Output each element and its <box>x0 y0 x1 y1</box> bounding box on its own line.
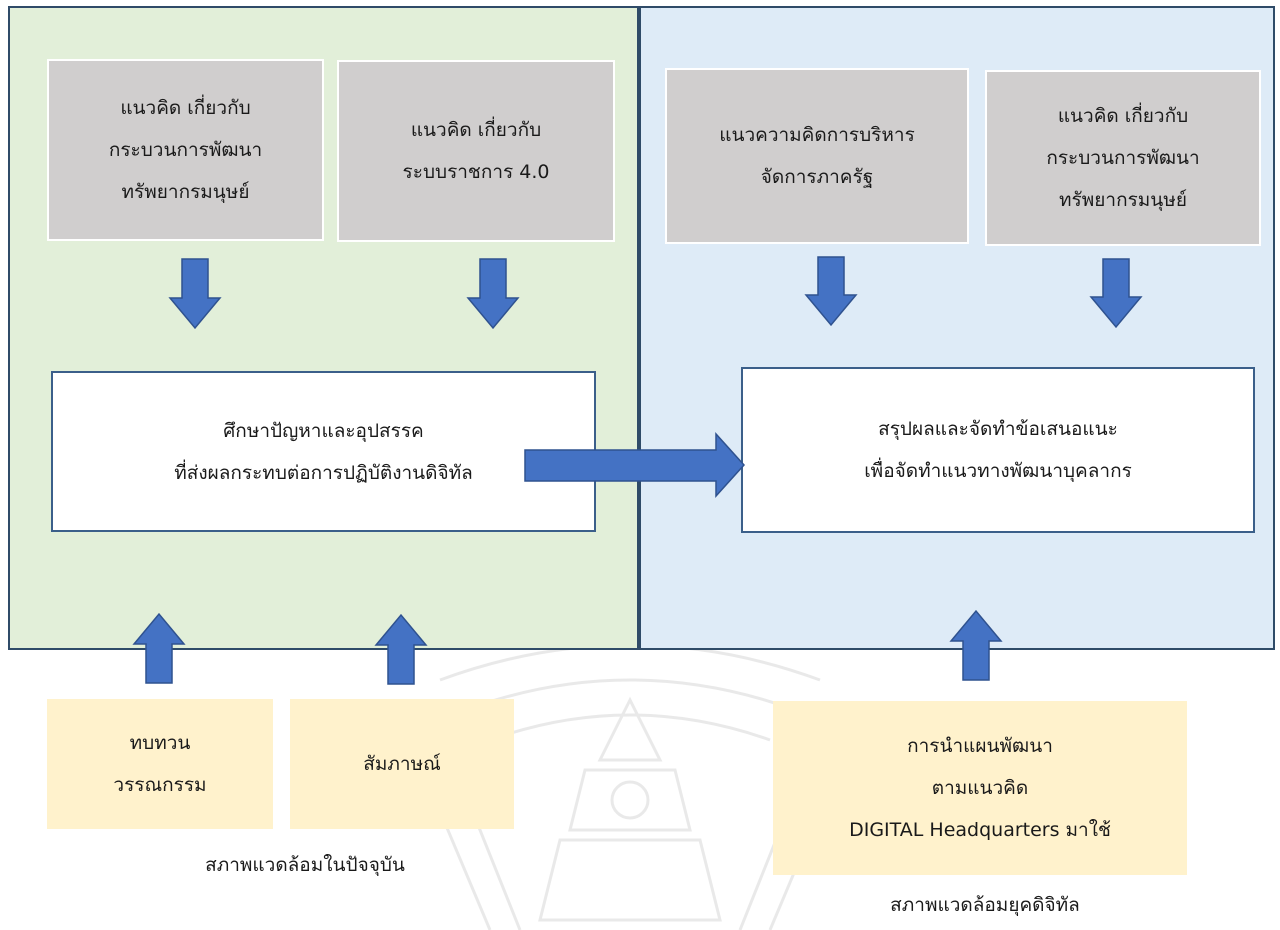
digital-plan-line3: DIGITAL Headquarters มาใช้ <box>849 819 1111 841</box>
arrow-up-1 <box>132 612 186 684</box>
literature-review-line2: วรรณกรรม <box>113 774 207 796</box>
interview-box: สัมภาษณ์ <box>290 699 514 829</box>
concept-bureaucracy-line2: ระบบราชการ 4.0 <box>402 161 550 183</box>
arrow-down-1 <box>168 258 222 330</box>
study-problems-line2: ที่ส่งผลกระทบต่อการปฏิบัติงานดิจิทัล <box>174 461 473 484</box>
concept-hrd-line2: กระบวนการพัฒนา <box>108 139 263 161</box>
study-problems-line1: ศึกษาปัญหาและอุปสรรค <box>223 419 424 442</box>
caption-digital-environment: สภาพแวดล้อมยุคดิจิทัล <box>890 894 1080 916</box>
digital-plan-line2: ตามแนวคิด <box>931 777 1029 799</box>
concept-bureaucracy-line1: แนวคิด เกี่ยวกับ <box>410 119 542 141</box>
literature-review-box: ทบทวน วรรณกรรม <box>47 699 273 829</box>
concept-hrd-line3: ทรัพยากรมนุษย์ <box>121 181 250 203</box>
arrow-down-4 <box>1089 258 1143 329</box>
concept-public-management-line1: แนวความคิดการบริหาร <box>719 124 915 146</box>
study-problems-box: ศึกษาปัญหาและอุปสรรค ที่ส่งผลกระทบต่อการ… <box>51 371 596 532</box>
summary-line2: เพื่อจัดทำแนวทางพัฒนาบุคลากร <box>864 460 1132 482</box>
concept-hrd-right-line1: แนวคิด เกี่ยวกับ <box>1057 105 1189 127</box>
arrow-down-3 <box>804 256 858 327</box>
concept-public-management-line2: จัดการภาครัฐ <box>760 166 874 188</box>
literature-review-line1: ทบทวน <box>129 732 191 754</box>
digital-plan-line1: การนำแผนพัฒนา <box>907 735 1053 757</box>
concept-hrd-box-left: แนวคิด เกี่ยวกับ กระบวนการพัฒนา ทรัพยากร… <box>47 59 324 241</box>
digital-plan-box: การนำแผนพัฒนา ตามแนวคิด DIGITAL Headquar… <box>773 701 1187 875</box>
caption-current-environment: สภาพแวดล้อมในปัจจุบัน <box>205 854 405 876</box>
concept-hrd-box-right: แนวคิด เกี่ยวกับ กระบวนการพัฒนา ทรัพยากร… <box>985 70 1261 246</box>
concept-bureaucracy-box: แนวคิด เกี่ยวกับ ระบบราชการ 4.0 <box>337 60 615 242</box>
arrow-down-2 <box>466 258 520 330</box>
concept-hrd-right-line2: กระบวนการพัฒนา <box>1046 147 1200 169</box>
arrow-up-2 <box>374 613 428 685</box>
interview-label: สัมภาษณ์ <box>363 753 441 775</box>
concept-hrd-line1: แนวคิด เกี่ยวกับ <box>120 97 251 119</box>
summary-line1: สรุปผลและจัดทำข้อเสนอแนะ <box>878 418 1118 440</box>
concept-public-management-box: แนวความคิดการบริหาร จัดการภาครัฐ <box>665 68 969 244</box>
concept-hrd-right-line3: ทรัพยากรมนุษย์ <box>1059 189 1187 211</box>
arrow-up-3 <box>949 609 1003 681</box>
summary-recommendation-box: สรุปผลและจัดทำข้อเสนอแนะ เพื่อจัดทำแนวทา… <box>741 367 1255 533</box>
arrow-right <box>524 432 746 498</box>
